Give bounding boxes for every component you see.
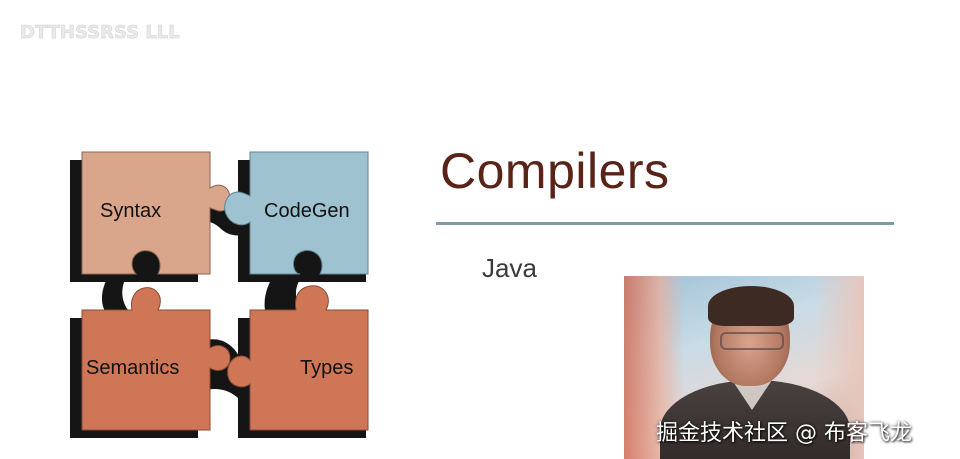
syntax-piece-shape — [81, 151, 231, 275]
top-watermark: DTTHSSRSS LLL — [20, 22, 180, 44]
bottom-watermark: 掘金技术社区 @ 布客飞龙 — [656, 421, 912, 446]
codegen-piece-shape — [224, 151, 369, 275]
types-label: Types — [300, 357, 353, 379]
glasses-icon — [720, 332, 784, 350]
slide-subtitle: Java — [482, 253, 537, 283]
types-piece: Types — [227, 285, 369, 431]
slide-title: Compilers — [440, 143, 670, 199]
syntax-label: Syntax — [100, 200, 161, 222]
codegen-label: CodeGen — [264, 200, 350, 222]
semantics-label: Semantics — [86, 357, 179, 379]
title-divider — [436, 222, 894, 225]
semantics-piece-shape — [81, 287, 231, 431]
syntax-piece: Syntax — [81, 151, 231, 275]
compiler-puzzle-graphic: Syntax CodeGen Semantics Types — [70, 148, 380, 438]
types-piece-shape — [227, 285, 369, 431]
semantics-piece: Semantics — [81, 287, 231, 431]
codegen-piece: CodeGen — [224, 151, 369, 275]
presenter-video — [624, 276, 864, 459]
